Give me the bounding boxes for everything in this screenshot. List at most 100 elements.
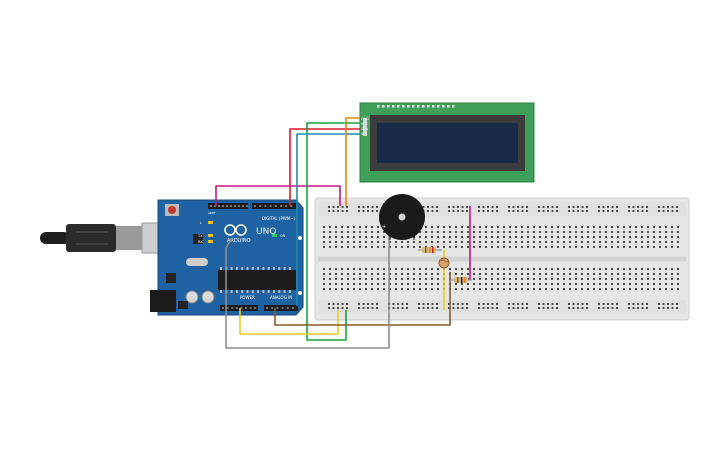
- header-pin: [274, 205, 277, 207]
- breadboard-hole: [491, 283, 493, 285]
- breadboard-hole: [557, 246, 559, 248]
- breadboard-hole: [617, 288, 619, 290]
- header-pin: [222, 307, 224, 309]
- wire-brown[interactable]: [274, 272, 451, 326]
- lcd-screen: [377, 123, 518, 163]
- breadboard-hole: [365, 288, 367, 290]
- breadboard-rail-hole: [478, 303, 480, 305]
- breadboard-rail-hole: [362, 303, 365, 305]
- lcd-pin: [407, 105, 410, 108]
- breadboard-rail-hole: [581, 307, 584, 309]
- breadboard-hole: [485, 246, 487, 248]
- breadboard-hole: [503, 283, 505, 285]
- breadboard-rail-hole: [616, 303, 618, 305]
- breadboard-rail-hole: [371, 307, 374, 309]
- breadboard-rail-hole: [611, 206, 614, 208]
- breadboard-hole: [575, 226, 577, 228]
- breadboard-hole: [641, 231, 643, 233]
- breadboard-hole: [377, 231, 379, 233]
- breadboard-hole: [359, 226, 361, 228]
- breadboard-hole: [473, 273, 475, 275]
- breadboard-rail-hole: [551, 303, 554, 305]
- lcd-module[interactable]: GND VCC SDA SCL: [359, 102, 535, 183]
- arduino-board[interactable]: ARDUINO UNO DIGITAL (PWM~) POWER ANALOG …: [40, 199, 304, 316]
- breadboard-hole: [491, 268, 493, 270]
- breadboard-hole: [671, 246, 673, 248]
- breadboard-hole: [467, 288, 469, 290]
- breadboard-hole: [515, 246, 517, 248]
- breadboard-rail-hole: [418, 307, 420, 309]
- wire-magenta[interactable]: [215, 185, 341, 206]
- breadboard-hole: [605, 231, 607, 233]
- header-pin: [249, 307, 252, 309]
- breadboard-hole: [425, 268, 427, 270]
- breadboard-hole: [491, 226, 493, 228]
- breadboard-hole: [485, 236, 487, 238]
- resistor-1[interactable]: [418, 247, 442, 253]
- capacitor-2: [201, 290, 215, 304]
- breadboard-hole: [359, 241, 361, 243]
- breadboard-hole: [665, 273, 667, 275]
- breadboard-rail-hole: [526, 307, 528, 309]
- breadboard-hole: [389, 273, 391, 275]
- wire-teal[interactable]: [296, 133, 360, 306]
- header-pin: [218, 205, 220, 207]
- breadboard-hole: [395, 273, 397, 275]
- breadboard-hole: [425, 231, 427, 233]
- breadboard-rail-hole: [637, 307, 639, 309]
- breadboard-hole: [587, 278, 589, 280]
- breadboard-hole: [539, 268, 541, 270]
- breadboard-rail-hole: [337, 303, 339, 305]
- breadboard-hole: [617, 268, 619, 270]
- breadboard-hole: [539, 241, 541, 243]
- breadboard-hole: [611, 241, 613, 243]
- breadboard-rail-hole: [431, 303, 434, 305]
- breadboard-hole: [365, 236, 367, 238]
- breadboard-hole: [323, 241, 325, 243]
- breadboard-hole: [347, 231, 349, 233]
- breadboard-rail-hole: [542, 307, 545, 309]
- breadboard-hole: [437, 246, 439, 248]
- capacitor-1: [185, 290, 199, 304]
- breadboard-hole: [341, 278, 343, 280]
- breadboard-hole: [563, 246, 565, 248]
- breadboard-rail-hole: [487, 206, 489, 208]
- wire-red[interactable]: [289, 128, 360, 206]
- breadboard-hole: [557, 231, 559, 233]
- breadboard-rail-hole: [667, 206, 669, 208]
- breadboard-hole: [323, 246, 325, 248]
- analog-label: ANALOG IN: [270, 295, 292, 300]
- breadboard-rail-hole: [376, 206, 378, 208]
- buzzer-plus-label: +: [382, 224, 386, 230]
- breadboard-rail-hole: [556, 206, 558, 208]
- breadboard-hole: [491, 246, 493, 248]
- photoresistor[interactable]: [438, 257, 450, 269]
- wire-gray[interactable]: [225, 232, 390, 349]
- breadboard-hole: [353, 268, 355, 270]
- breadboard[interactable]: [314, 197, 690, 321]
- breadboard-hole: [383, 278, 385, 280]
- breadboard-hole: [353, 231, 355, 233]
- usb-chip: [193, 234, 203, 244]
- breadboard-hole: [407, 278, 409, 280]
- breadboard-hole: [563, 236, 565, 238]
- breadboard-hole: [383, 288, 385, 290]
- breadboard-rail-hole: [512, 210, 515, 212]
- wire-orange[interactable]: [345, 117, 360, 206]
- breadboard-rail-hole: [491, 303, 494, 305]
- chip-pin: [262, 267, 265, 270]
- breadboard-rail-hole: [371, 206, 374, 208]
- piezo-buzzer[interactable]: +: [379, 194, 425, 240]
- resistor-2[interactable]: [450, 277, 472, 283]
- breadboard-rail-hole: [556, 210, 558, 212]
- breadboard-hole: [329, 226, 331, 228]
- wire-yellow[interactable]: [239, 308, 339, 335]
- breadboard-hole: [665, 241, 667, 243]
- breadboard-rail-hole: [551, 206, 554, 208]
- breadboard-hole: [461, 231, 463, 233]
- mount-hole: [298, 236, 302, 240]
- header-pin: [259, 205, 262, 207]
- wire-green[interactable]: [306, 122, 360, 341]
- breadboard-hole: [545, 246, 547, 248]
